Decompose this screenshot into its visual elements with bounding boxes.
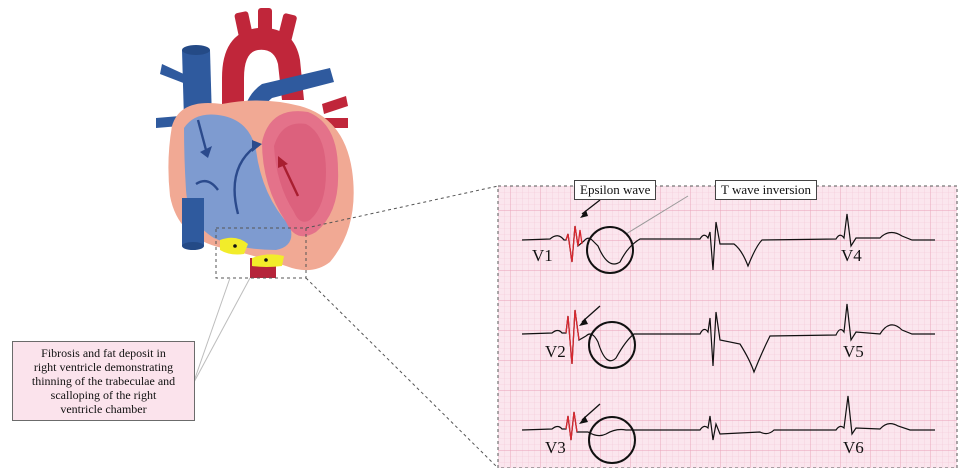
fibrosis-callout: Fibrosis and fat deposit in right ventri… <box>12 341 195 421</box>
heart-illustration <box>156 8 354 278</box>
lead-label-v5: V5 <box>843 342 864 362</box>
callout-line: ventricle chamber <box>13 402 194 416</box>
epsilon-wave-label: Epsilon wave <box>574 180 656 200</box>
callout-line: right ventricle demonstrating <box>13 360 194 374</box>
lead-label-v6: V6 <box>843 438 864 458</box>
lead-label-v1: V1 <box>532 246 553 266</box>
lead-label-v2: V2 <box>545 342 566 362</box>
callout-leader-lines <box>193 278 250 384</box>
inferior-vena-cava <box>182 198 204 246</box>
t-wave-inversion-label: T wave inversion <box>715 180 817 200</box>
callout-line: thinning of the trabeculae and <box>13 374 194 388</box>
lead-label-v4: V4 <box>841 246 862 266</box>
ecg-panel <box>498 186 957 468</box>
callout-line: scalloping of the right <box>13 388 194 402</box>
lead-label-v3: V3 <box>545 438 566 458</box>
callout-line: Fibrosis and fat deposit in <box>13 346 194 360</box>
